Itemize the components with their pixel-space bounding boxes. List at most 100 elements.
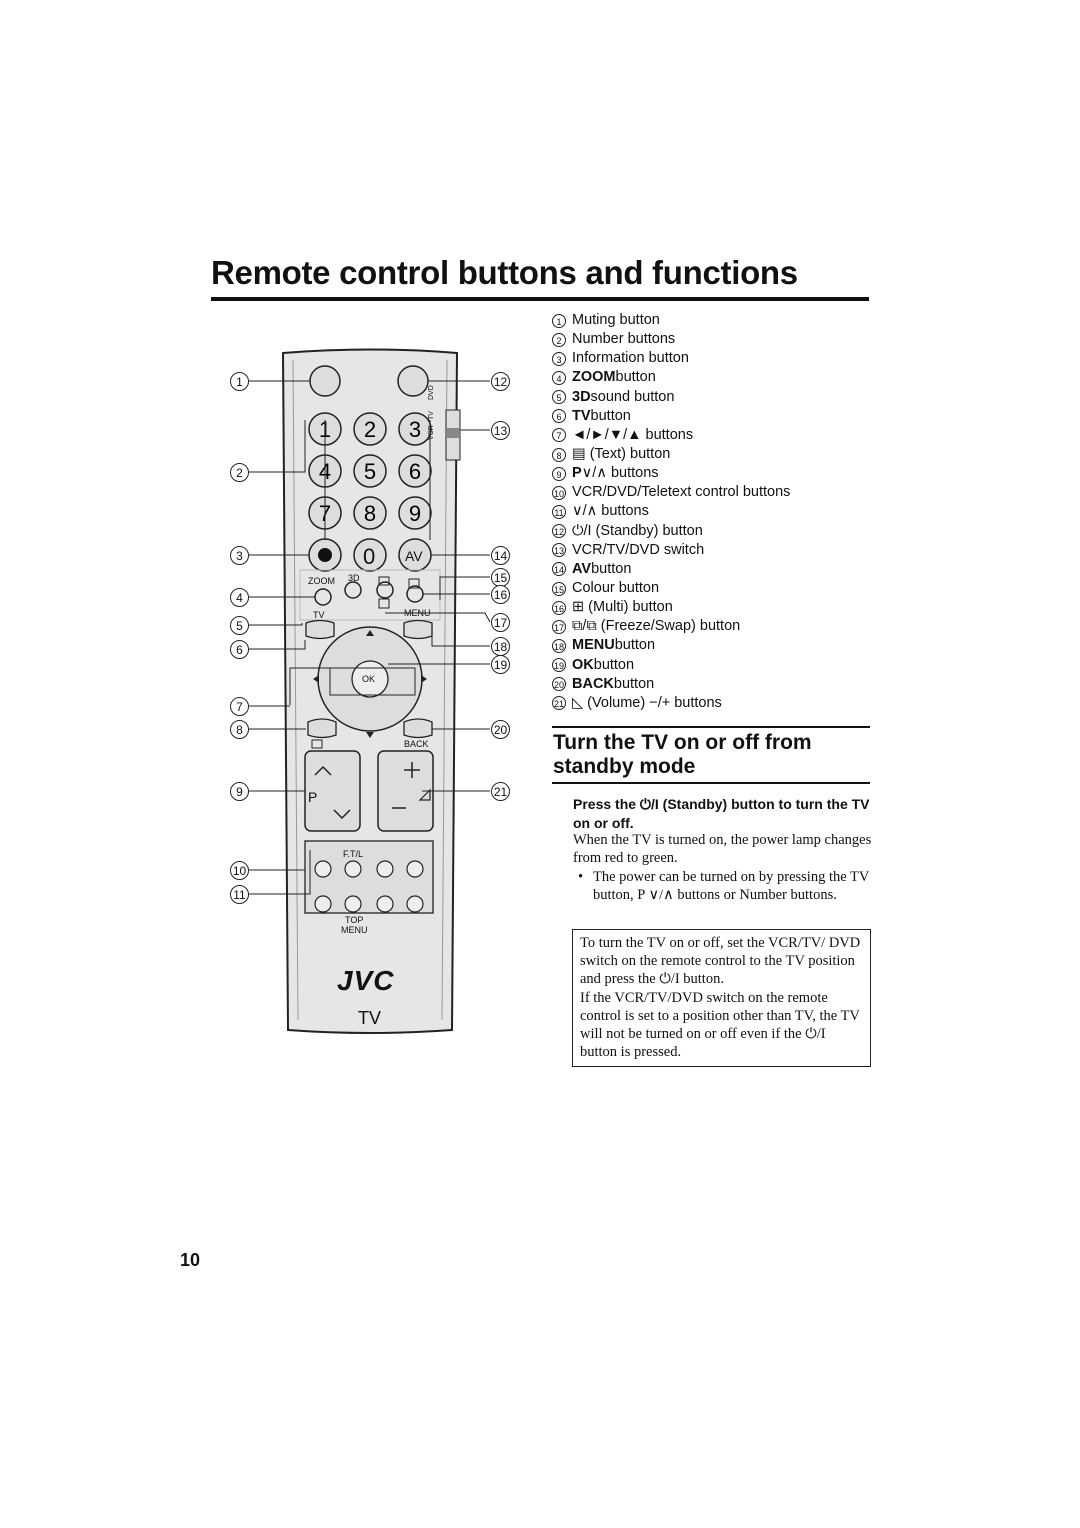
bullet-item: • The power can be turned on by pressing…	[578, 869, 870, 904]
function-item: 6 TV button	[552, 407, 882, 426]
number-key-label: 2	[364, 417, 376, 442]
section-title: Turn the TV on or off from standby mode	[553, 731, 812, 778]
menu-label: MENU	[404, 608, 431, 618]
section-rule-bottom	[552, 782, 870, 784]
bullet-text: The power can be turned on by pressing t…	[593, 869, 870, 903]
callout-right: 21	[491, 782, 510, 801]
zoom-label: ZOOM	[308, 576, 335, 586]
function-key-name: 3D	[572, 388, 591, 405]
callout-number: 3	[552, 351, 566, 366]
callout-number: 6	[552, 409, 566, 424]
callout-left: 3	[230, 546, 249, 565]
vcr-button-shape	[406, 860, 424, 878]
callout-left: 2	[230, 463, 249, 482]
function-key-name: TV	[572, 407, 591, 424]
function-label: ⊞ (Multi) button	[572, 599, 673, 616]
note-box: To turn the TV on or off, set the VCR/TV…	[572, 929, 871, 1067]
vcr-control-buttons	[314, 860, 424, 913]
function-label: button	[593, 656, 635, 673]
function-item: 21 ◺ (Volume) −/+ buttons	[552, 694, 882, 713]
callout-number: 17	[552, 619, 566, 634]
callout-left: 8	[230, 720, 249, 739]
callout-right: 15	[491, 568, 510, 587]
number-key-label: 5	[364, 459, 376, 484]
mute-button-shape	[309, 365, 341, 397]
function-label: button	[590, 407, 631, 424]
function-label: ∨/∧ buttons	[572, 503, 649, 520]
number-key-shape	[398, 412, 432, 446]
bullet-dot: •	[578, 869, 584, 885]
number-key-label: 6	[409, 459, 421, 484]
function-label: VCR/TV/DVD switch	[572, 541, 705, 558]
callout-number: 11	[552, 504, 566, 519]
callout-left: 5	[230, 616, 249, 635]
number-key-label: 9	[409, 501, 421, 526]
function-item: 16 ⊞ (Multi) button	[552, 598, 882, 617]
callout-number: 9	[552, 466, 566, 481]
section-rule-top	[552, 726, 870, 728]
callout-right: 16	[491, 585, 510, 604]
callout-number: 21	[552, 696, 566, 711]
callout-number: 16	[552, 600, 566, 615]
switch-label: DVD	[428, 385, 435, 400]
callout-number: 1	[552, 313, 566, 328]
standby-button-shape	[397, 365, 429, 397]
top-menu-label-1: TOP	[345, 915, 364, 925]
p-label: P	[308, 789, 318, 805]
callout-left: 1	[230, 372, 249, 391]
function-label: ◺ (Volume) −/+ buttons	[572, 694, 722, 711]
callout-number: 18	[552, 638, 566, 653]
function-item: 12⏻/I (Standby) button	[552, 522, 882, 541]
vcr-button-shape	[314, 895, 332, 913]
callout-right: 13	[491, 421, 510, 440]
page-title: Remote control buttons and functions	[211, 254, 798, 291]
callout-number: 12	[552, 524, 566, 539]
callout-number: 8	[552, 447, 566, 462]
model-label: TV	[358, 1008, 382, 1028]
callout-right: 18	[491, 637, 510, 656]
back-label: BACK	[404, 739, 429, 749]
function-item: 17⧉/⧉ (Freeze/Swap) button	[552, 617, 882, 636]
switch-label: VCR	[428, 425, 435, 440]
av-label: AV	[405, 548, 423, 564]
vcr-button-shape	[344, 860, 362, 878]
instruction-text: When the TV is turned on, the power lamp…	[573, 832, 872, 866]
function-label: Information button	[572, 350, 689, 367]
number-key-shape	[353, 496, 387, 530]
callout-left: 7	[230, 697, 249, 716]
note-paragraph-1: To turn the TV on or off, set the VCR/TV…	[580, 935, 861, 988]
ok-label: OK	[362, 674, 376, 684]
function-key-name: MENU	[572, 637, 615, 654]
ftl-label: F.T/L	[343, 849, 364, 859]
callout-number: 5	[552, 390, 566, 405]
function-key-name: AV	[572, 560, 592, 577]
callout-number: 7	[552, 428, 566, 443]
callout-right: 20	[491, 720, 510, 739]
callout-left: 9	[230, 782, 249, 801]
function-label: ▤ (Text) button	[572, 446, 671, 463]
callout-right: 14	[491, 546, 510, 565]
callout-number: 20	[552, 677, 566, 692]
function-label: ◄/►/▼/▲ buttons	[572, 426, 694, 443]
callout-left: 11	[230, 885, 249, 904]
function-label: button	[613, 675, 655, 692]
vcr-button-shape	[376, 860, 394, 878]
zero-key-label: 0	[363, 544, 376, 569]
function-item: 8 ▤ (Text) button	[552, 445, 882, 464]
title-rule	[211, 297, 869, 301]
brand-logo: JVC	[337, 965, 395, 996]
number-key-label: 3	[409, 417, 421, 442]
function-label: button	[615, 369, 656, 386]
function-key-name: OK	[572, 656, 594, 673]
